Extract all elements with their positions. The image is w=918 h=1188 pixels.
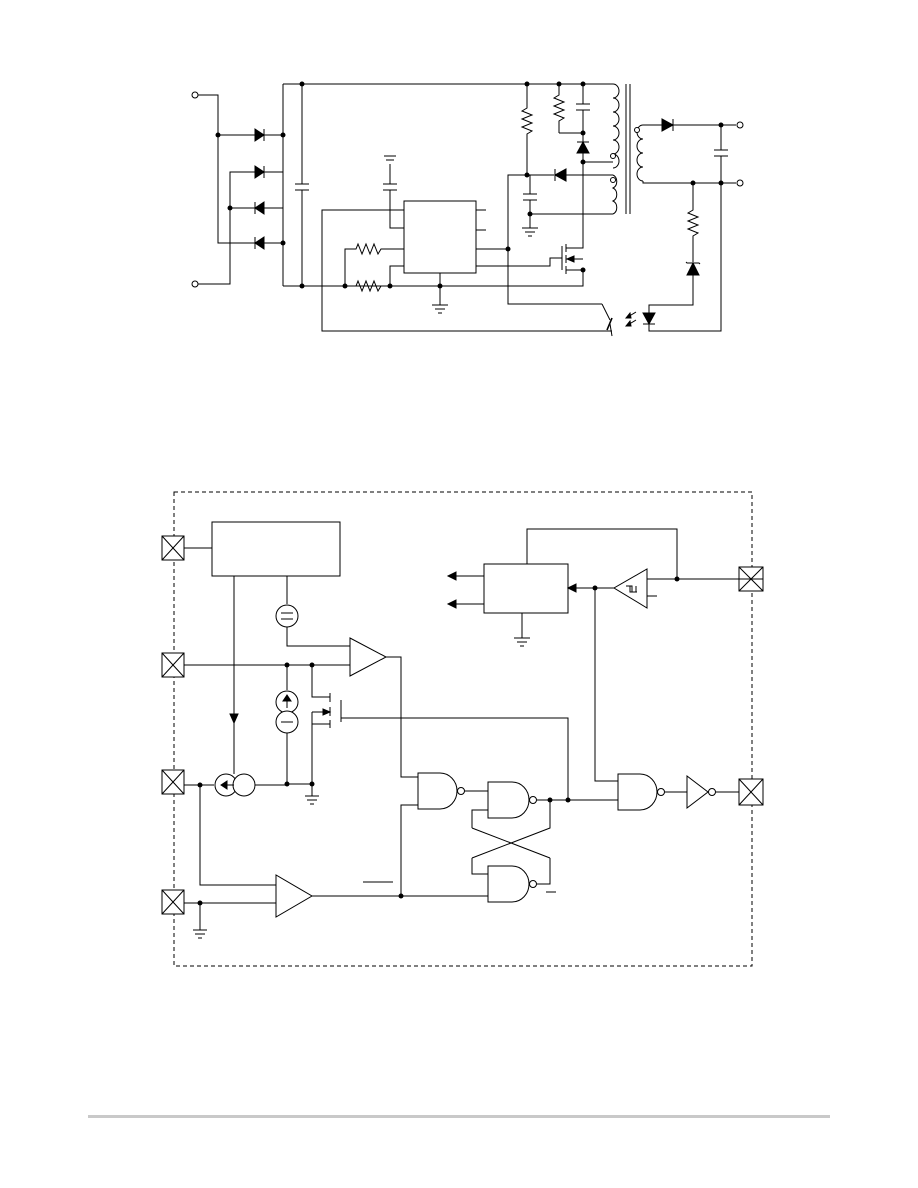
down-arrow: [229, 713, 239, 725]
regulator-ground: [514, 613, 530, 647]
bulk-capacitor: [295, 84, 309, 286]
feedback-resistor: [686, 183, 700, 262]
bridge-rectifier: [254, 84, 286, 286]
secondary-winding: [636, 124, 644, 182]
block-diagram: [161, 491, 764, 967]
current-sense-element: [184, 770, 287, 797]
current-source: [275, 665, 312, 787]
pin-3: [161, 769, 185, 795]
transformer: [610, 83, 644, 215]
startup-resistor: [520, 81, 534, 178]
chip-boundary: [173, 491, 753, 967]
footer-rule: [88, 1115, 830, 1118]
bridge-diode-2: [254, 165, 265, 179]
controller-ic: [403, 200, 477, 274]
output-nand-gate: [617, 773, 687, 811]
output-arrow-2: [446, 599, 484, 609]
snubber-diode: [576, 140, 590, 154]
opto-transistor: [606, 317, 613, 331]
application-circuit: [191, 81, 744, 337]
ic-gate-wire: [476, 257, 562, 267]
opto-led: [642, 312, 656, 326]
schmitt-trigger: [566, 568, 763, 609]
output-arrow-1: [446, 571, 484, 581]
latch-nand-upper: [471, 781, 612, 828]
nand-gate-1: [417, 772, 488, 810]
bridge-diode-3: [254, 201, 265, 215]
hysteresis-feedback: [526, 528, 678, 579]
comparator-1: [349, 637, 388, 677]
output-buffer-inverter: [686, 774, 739, 810]
aux-capacitor: [522, 175, 613, 237]
output-diode: [661, 118, 675, 132]
pin-2: [161, 652, 185, 678]
startup-block: [211, 521, 341, 577]
latch-nand-lower: [471, 858, 556, 903]
discharge-switch: [305, 665, 569, 805]
comparator-2: [275, 874, 313, 918]
cross-coupling-1: [471, 800, 551, 859]
pin-4: [161, 889, 185, 915]
bridge-diode-1: [254, 128, 265, 142]
ic-drive-output: [476, 248, 602, 305]
ac-line-2-wire: [198, 171, 255, 285]
pin-1: [161, 535, 185, 561]
cross-coupling-2: [471, 827, 551, 859]
ac-input-terminal-1: [191, 91, 199, 99]
dc-output-negative-terminal: [736, 179, 744, 187]
pin-6: [738, 778, 764, 806]
feedback-zener: [648, 261, 701, 313]
power-mosfet: [505, 162, 586, 287]
ac-line-1-wire: [198, 94, 255, 244]
snubber-network: [552, 81, 613, 165]
ic-resistor-2: [345, 265, 404, 293]
aux-winding: [611, 174, 618, 215]
aux-diode: [527, 168, 613, 182]
bridge-diode-4: [254, 236, 265, 250]
vcc-capacitor: [383, 155, 404, 229]
reference-source: [275, 604, 350, 647]
ac-input-terminal-2: [191, 280, 199, 288]
regulator-block: [483, 563, 569, 614]
ic-ground: [432, 273, 448, 314]
output-capacitor: [714, 125, 728, 183]
optocoupler: [322, 303, 656, 337]
dc-output-positive-terminal: [736, 121, 744, 129]
